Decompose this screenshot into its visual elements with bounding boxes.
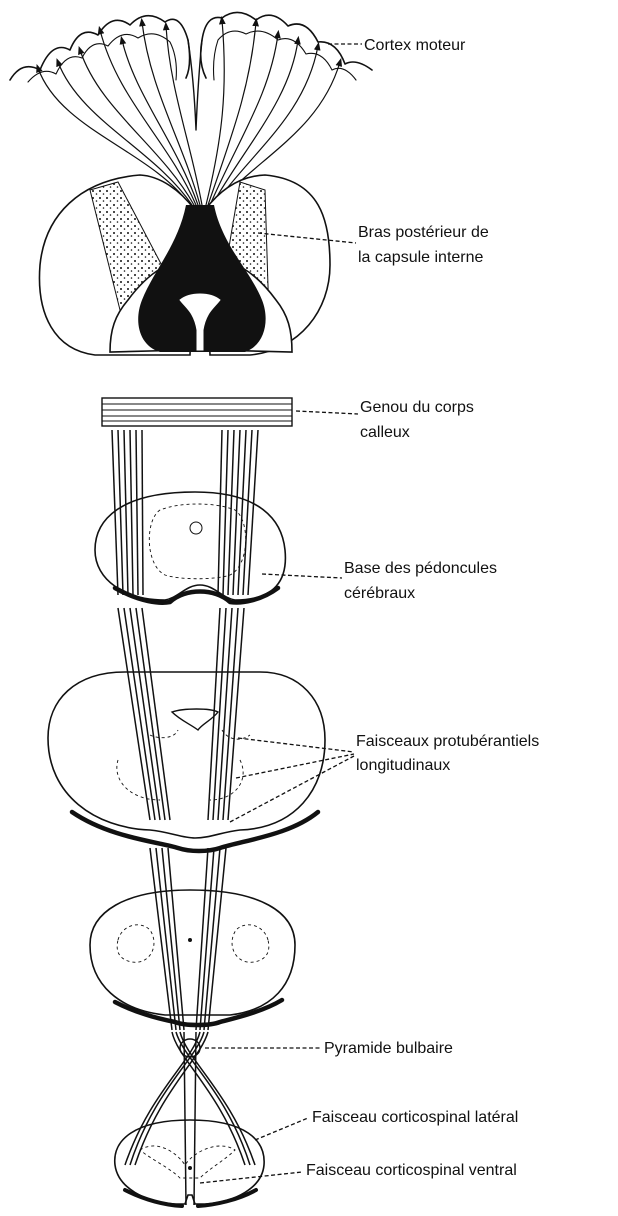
leader-lateral [255, 1118, 308, 1140]
label-genou-line2: calleux [360, 424, 410, 441]
pons-section [48, 672, 325, 851]
cortex-surface-right [201, 12, 372, 78]
pons-outline [48, 672, 325, 838]
genu-block [102, 398, 292, 426]
labels: Cortex moteur Bras postérieur de la caps… [306, 37, 539, 1179]
leader-genu [296, 411, 358, 414]
cortex-surface-left [10, 16, 190, 80]
cortex-inner-right [214, 31, 357, 80]
label-capsule-line2: la capsule interne [358, 249, 484, 266]
label-cortex-moteur: Cortex moteur [364, 37, 466, 54]
medulla-section [90, 890, 295, 1057]
cerebral-peduncles-section [95, 492, 285, 603]
label-pedoncules-line2: cérébraux [344, 585, 415, 602]
corpus-callosum-genu [102, 398, 292, 426]
medulla-outline [90, 890, 295, 1015]
cortex-inner-left [28, 34, 176, 82]
peduncle-outline [95, 492, 285, 600]
label-pedoncules-line1: Base des pédoncules [344, 560, 497, 577]
label-corticospinal-lateral: Faisceau corticospinal latéral [312, 1109, 518, 1126]
internal-capsule-section [39, 175, 330, 355]
label-capsule-line1: Bras postérieur de [358, 224, 489, 241]
label-protub-line2: longitudinaux [356, 757, 450, 774]
label-pyramide-bulbaire: Pyramide bulbaire [324, 1040, 453, 1057]
spinal-central-canal [188, 1166, 192, 1170]
motor-cortex [10, 12, 372, 205]
label-genou-line1: Genou du corps [360, 399, 474, 416]
label-corticospinal-ventral: Faisceau corticospinal ventral [306, 1162, 517, 1179]
central-canal [188, 938, 192, 942]
aqueduct [190, 522, 202, 534]
label-protub-line1: Faisceaux protubérantiels [356, 733, 539, 750]
